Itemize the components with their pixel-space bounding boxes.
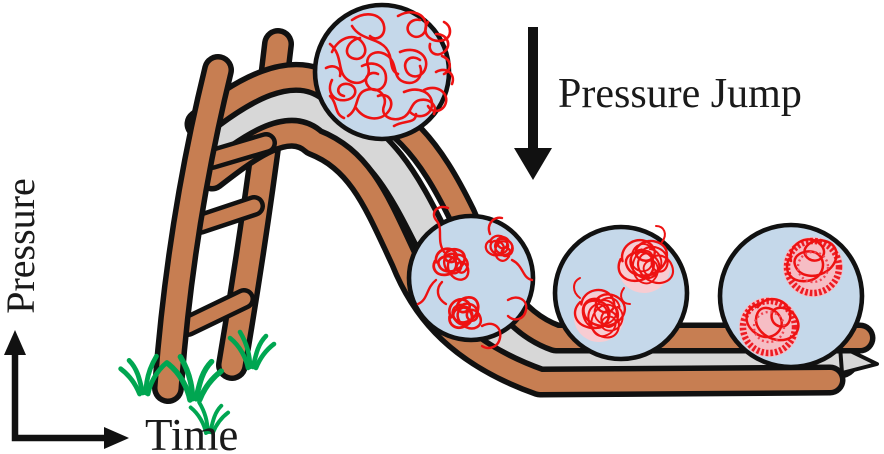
collapsing-chains-inset <box>406 205 536 350</box>
time-axis-label: Time <box>145 410 238 454</box>
right-arrowhead-icon <box>104 427 129 449</box>
globule-upper <box>783 237 843 297</box>
axes: Pressure Time <box>0 178 238 454</box>
collapsing-chains <box>416 205 534 350</box>
aggregate-upper <box>617 225 680 305</box>
dense-globules-inset <box>717 222 865 370</box>
axes-lines <box>11 350 106 442</box>
inset-circle-1 <box>312 2 452 142</box>
compact-aggregates-inset <box>552 224 690 362</box>
aggregate-lower <box>569 277 632 343</box>
pressure-jump-label: Pressure Jump <box>558 71 802 117</box>
down-arrowhead-icon <box>514 148 552 180</box>
inset-circle-2 <box>406 213 536 343</box>
extended-coils-inset <box>312 2 455 142</box>
globule-lower <box>739 287 807 357</box>
up-arrowhead-icon <box>4 330 26 355</box>
pressure-axis-label: Pressure <box>0 178 43 314</box>
ladder <box>152 54 277 404</box>
pressure-jump-annotation: Pressure Jump <box>514 27 802 180</box>
polymer-coils <box>324 11 455 128</box>
